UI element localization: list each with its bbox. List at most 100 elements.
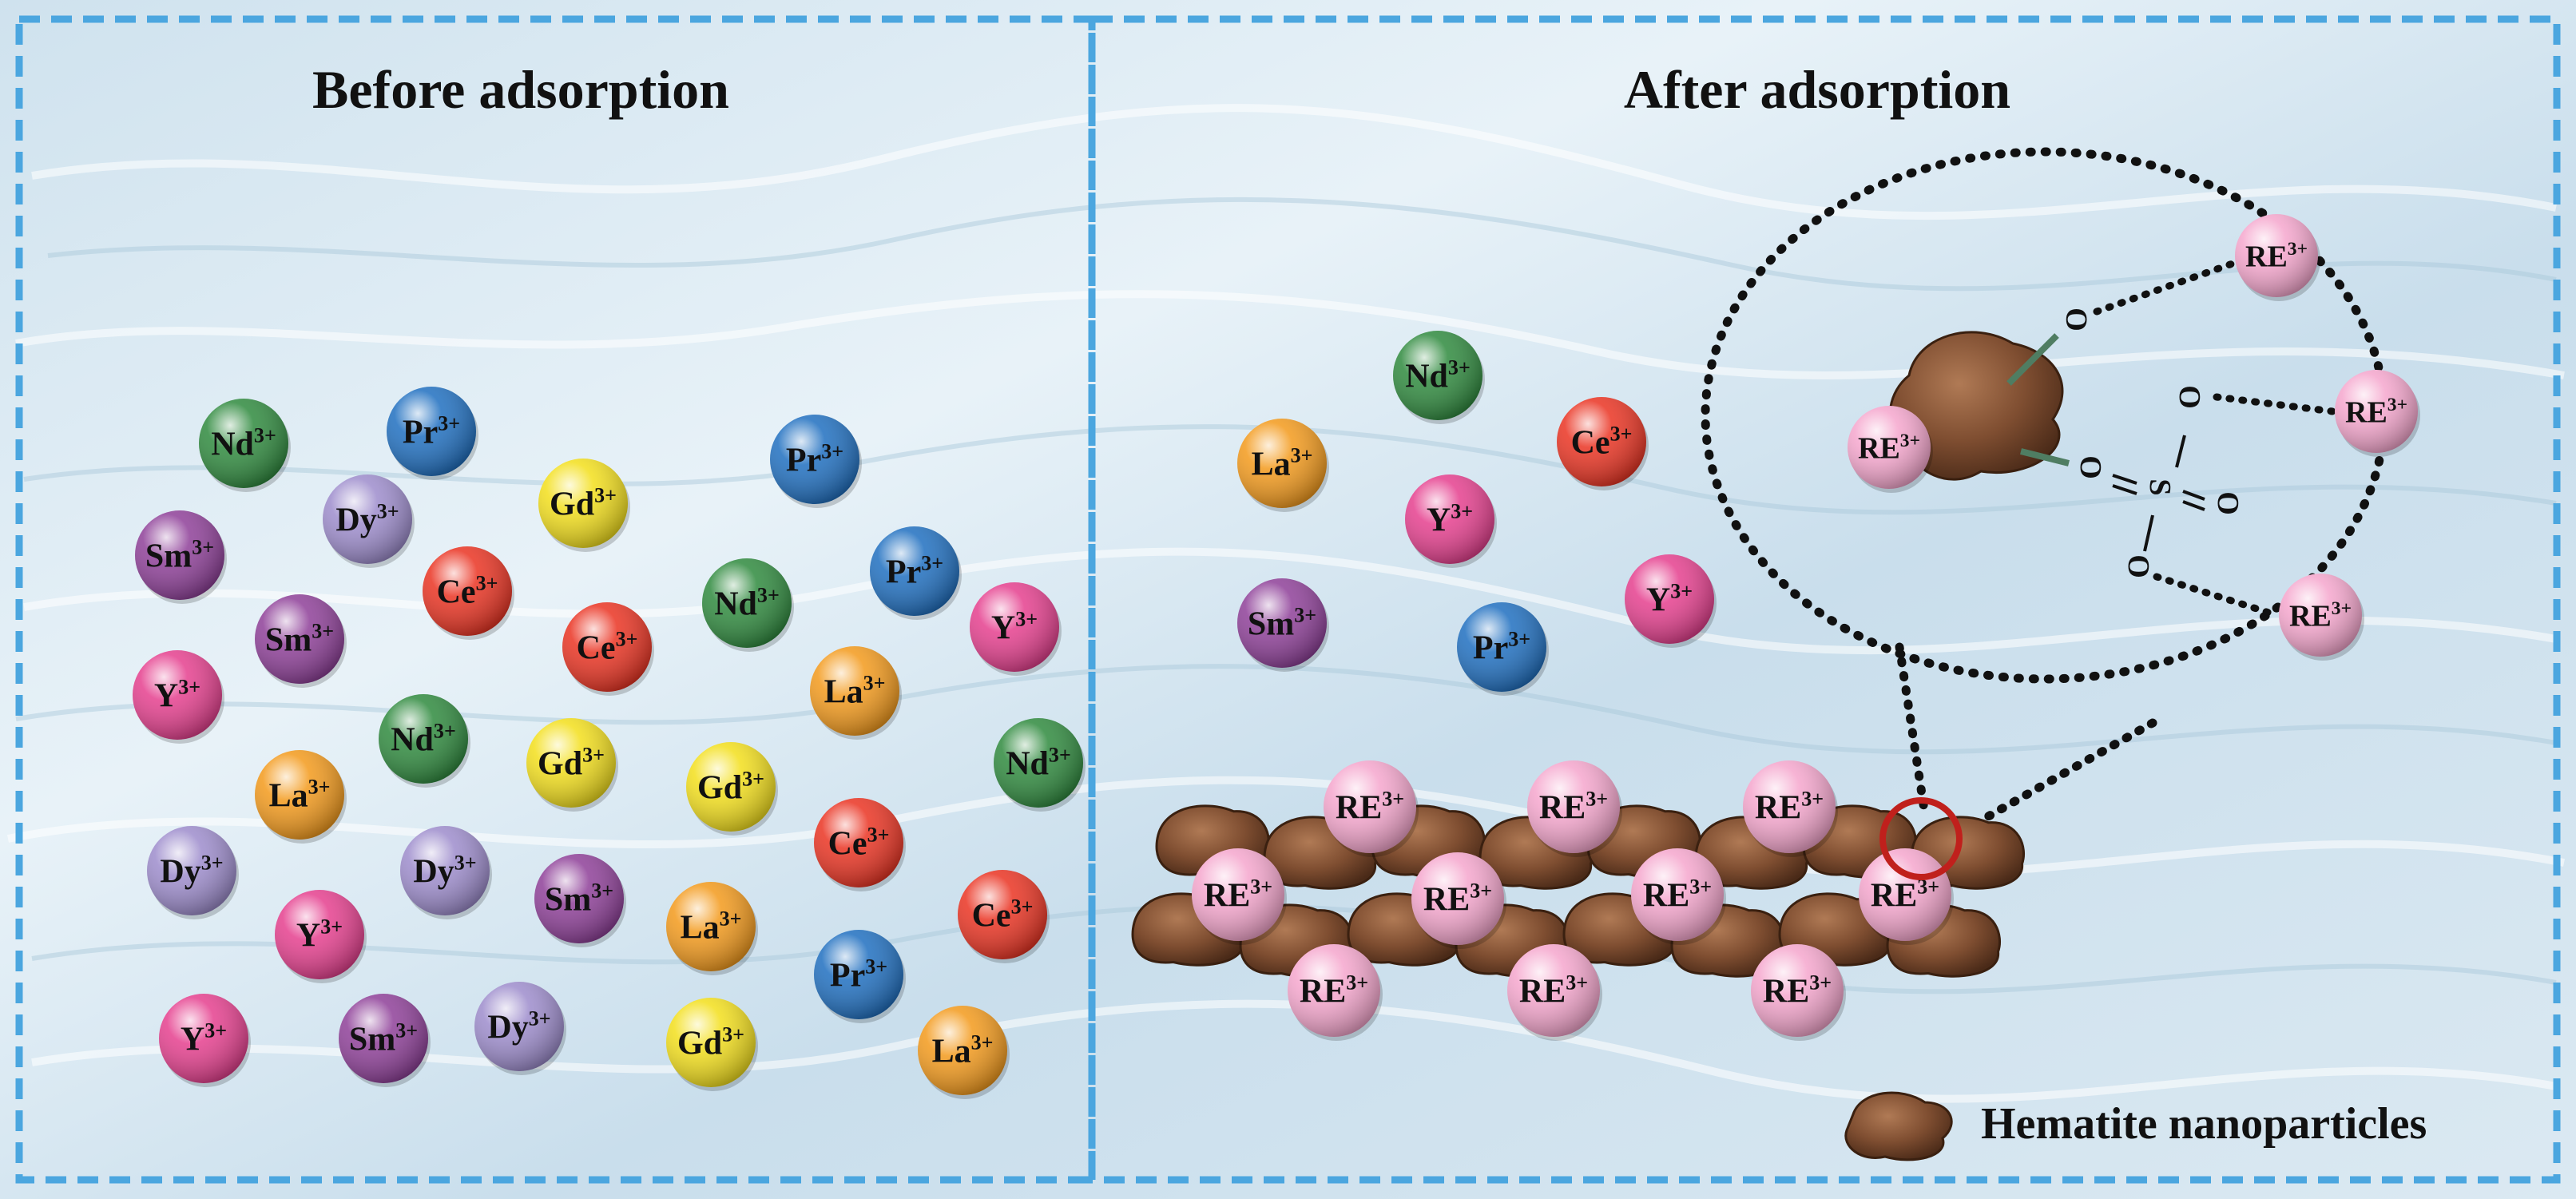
before-panel-title: Before adsorption [312, 59, 729, 120]
adsorbed-re-ion-0-sphere-shading [1324, 760, 1416, 853]
sulfate-double-bond-left-a [2112, 474, 2137, 485]
zoom-re-ion-3-sphere-shading [2279, 574, 2362, 657]
ion-before-nd-0-sphere-shading [199, 399, 288, 488]
sulfate-single-bond-bottom [2143, 514, 2154, 552]
ion-before-sm-28-sphere-shading [339, 994, 428, 1083]
ion-before-dy-2-sphere-shading [323, 474, 412, 564]
adsorbed-re-ion-7: RE3+ [1288, 944, 1383, 1041]
ion-before-la-31: La3+ [918, 1006, 1010, 1099]
ion-before-y-12-charge: 3+ [178, 676, 200, 699]
ion-after-y-3-sphere-shading [1405, 474, 1494, 564]
sulfate-double-bond-right-b [2182, 500, 2205, 511]
sulfate-oxygen-top: O [2173, 385, 2206, 409]
bond-hematite-o-sulfate [2020, 448, 2070, 466]
sulfate-double-bond-right-a [2182, 490, 2205, 501]
adsorbed-re-ion-1: RE3+ [1527, 760, 1622, 857]
ion-before-sm-28-charge: 3+ [395, 1019, 418, 1042]
ion-before-dy-29-charge: 3+ [529, 1007, 551, 1030]
adsorbed-re-ion-0-label: RE3+ [1336, 788, 1404, 827]
ion-after-y-3: Y3+ [1405, 474, 1497, 568]
adsorbed-re-ions: RE3+RE3+RE3+RE3+RE3+RE3+RE3+RE3+RE3+RE3+ [1192, 760, 1954, 1041]
ion-before-la-13-label: La3+ [824, 672, 886, 711]
ion-before-nd-14-sphere-shading [379, 694, 468, 784]
ion-before-sm-5-label: Sm3+ [145, 536, 214, 575]
ion-before-pr-4-sphere-shading [770, 415, 859, 504]
zoom-re-ion-0-charge: 3+ [1900, 431, 1920, 451]
legend: Hematite nanoparticles [1844, 1091, 2427, 1161]
ion-before-la-13: La3+ [810, 646, 902, 740]
adsorbed-re-ion-2: RE3+ [1743, 760, 1838, 857]
ion-before-sm-22-charge: 3+ [591, 879, 613, 903]
sulfate-oxygen-left: O [2074, 455, 2107, 479]
adsorbed-re-ion-4-sphere-shading [1411, 852, 1504, 945]
sulfur-atom: S [2143, 478, 2177, 495]
ion-before-dy-20-label: Dy3+ [160, 852, 223, 891]
ion-after-ce-2-charge: 3+ [1610, 423, 1633, 446]
ion-before-sm-22: Sm3+ [534, 854, 626, 947]
ion-before-nd-17: Nd3+ [994, 718, 1086, 812]
ion-before-y-8-charge: 3+ [1015, 608, 1038, 631]
ion-after-nd-0-charge: 3+ [1448, 356, 1471, 379]
ion-before-ce-6-label: Ce3+ [437, 572, 498, 611]
ion-after-la-1: La3+ [1237, 419, 1329, 512]
ion-before-pr-1-sphere-shading [387, 387, 476, 476]
ion-before-nd-0: Nd3+ [199, 399, 291, 492]
ion-before-ce-23: Ce3+ [958, 870, 1050, 963]
ion-before-la-18-charge: 3+ [308, 776, 331, 799]
ion-before-nd-14: Nd3+ [379, 694, 470, 788]
ion-before-dy-2: Dy3+ [323, 474, 415, 568]
ion-after-nd-0-sphere-shading [1393, 331, 1482, 420]
adsorbed-re-ion-4-charge: 3+ [1470, 879, 1492, 903]
ion-before-gd-15: Gd3+ [526, 718, 618, 812]
ion-after-y-3-charge: 3+ [1451, 500, 1473, 523]
ion-before-nd-17-charge: 3+ [1049, 744, 1071, 767]
adsorbed-re-ion-3-sphere-shading [1192, 848, 1284, 941]
sulfate-oxygen-right: O [2211, 491, 2245, 515]
ion-before-sm-22-sphere-shading [534, 854, 624, 943]
ion-after-sm-5-sphere-shading [1237, 578, 1327, 668]
ion-before-la-25: La3+ [666, 882, 758, 975]
ion-before-y-24: Y3+ [275, 890, 367, 983]
ion-before-gd-15-charge: 3+ [582, 744, 605, 767]
ion-before-la-13-sphere-shading [810, 646, 899, 736]
ion-before-y-27-charge: 3+ [204, 1019, 227, 1042]
ion-before-gd-16-charge: 3+ [742, 768, 764, 791]
ion-before-dy-21-sphere-shading [400, 826, 490, 915]
adsorbed-re-ion-9-charge: 3+ [1809, 971, 1832, 995]
ion-before-ce-6: Ce3+ [423, 546, 514, 640]
zoom-re-ion-1: RE3+ [2235, 214, 2320, 301]
ion-before-nd-0-charge: 3+ [254, 424, 276, 447]
adsorbed-re-ion-7-sphere-shading [1288, 944, 1380, 1037]
ion-before-pr-1-charge: 3+ [438, 412, 460, 435]
ion-before-gd-30-sphere-shading [666, 998, 756, 1087]
ion-before-y-8-label: Y3+ [991, 608, 1038, 647]
ion-before-ce-11-sphere-shading [562, 602, 652, 692]
adsorbed-re-ion-2-charge: 3+ [1801, 788, 1824, 811]
adsorbed-re-ion-0-charge: 3+ [1382, 788, 1404, 811]
ion-before-la-31-sphere-shading [918, 1006, 1007, 1095]
adsorbed-re-ion-3: RE3+ [1192, 848, 1287, 945]
ion-before-ce-19-charge: 3+ [867, 824, 890, 847]
zoom-re-ion-3: RE3+ [2279, 574, 2364, 661]
ion-before-pr-4-charge: 3+ [821, 440, 843, 463]
ion-before-nd-17-sphere-shading [994, 718, 1083, 808]
ion-after-y-4-charge: 3+ [1670, 580, 1693, 603]
ion-before-sm-5-charge: 3+ [192, 536, 214, 559]
ion-after-sm-5-charge: 3+ [1294, 604, 1316, 627]
ion-before-sm-9-charge: 3+ [312, 620, 334, 643]
ion-before-sm-22-label: Sm3+ [545, 879, 613, 919]
ion-before-gd-16-sphere-shading [686, 742, 776, 832]
ions-after-adsorption: Nd3+La3+Ce3+Y3+Y3+Sm3+Pr3+ [1237, 331, 1717, 696]
ion-before-gd-3-charge: 3+ [594, 484, 617, 507]
ion-after-y-3-label: Y3+ [1427, 500, 1473, 539]
adsorbed-re-ion-9-sphere-shading [1751, 944, 1844, 1037]
zoom-detail: O O S O O O RE3+RE3+RE3+RE3+ [1848, 214, 2420, 661]
ion-after-nd-0: Nd3+ [1393, 331, 1485, 424]
adsorbed-re-ion-6-label: RE3+ [1871, 875, 1939, 915]
ion-before-gd-30-charge: 3+ [722, 1023, 744, 1046]
legend-hematite-icon [1844, 1091, 1953, 1161]
sulfate-double-bond-left-b [2112, 484, 2137, 495]
ion-before-sm-9-sphere-shading [255, 594, 344, 684]
oxygen-atom: O [2060, 308, 2094, 332]
